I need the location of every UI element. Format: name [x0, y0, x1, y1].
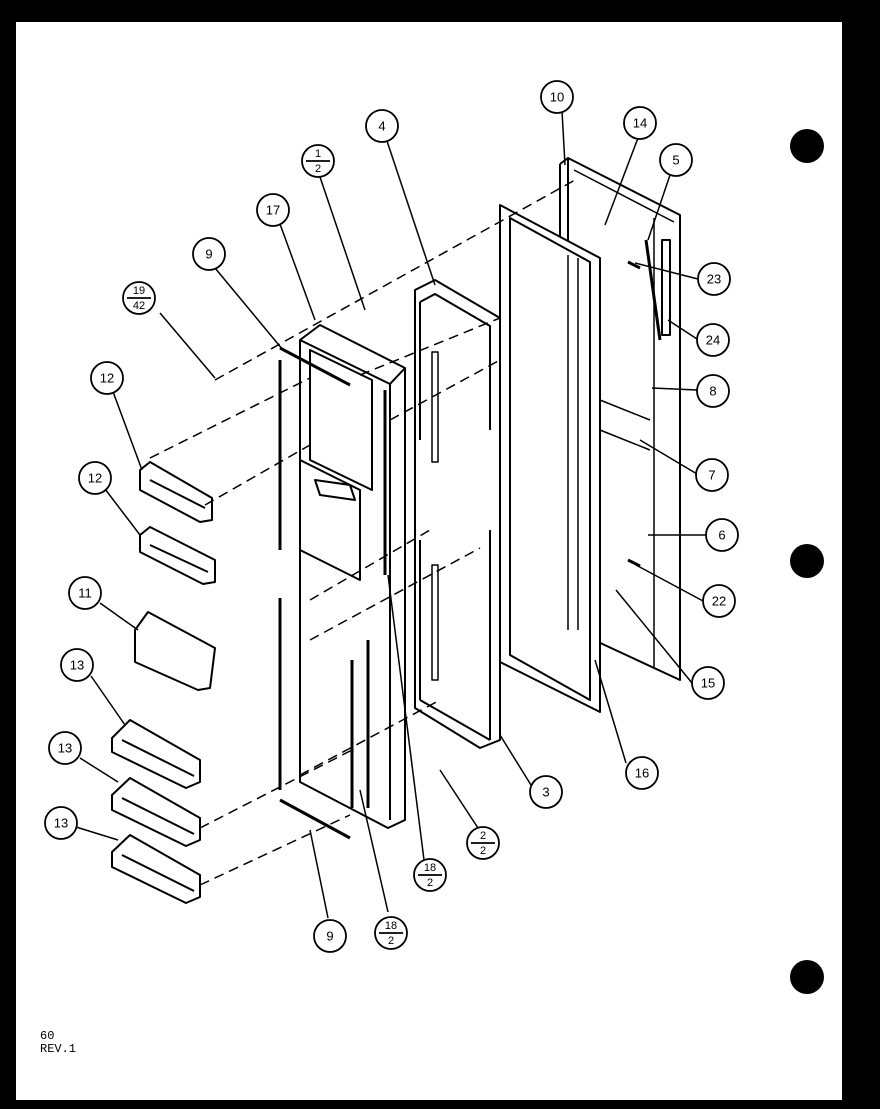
callout-12-lower: 12 [78, 461, 112, 495]
callout-6: 6 [705, 518, 739, 552]
svg-text:10: 10 [550, 90, 564, 105]
callout-23: 23 [697, 262, 731, 296]
punch-hole-bottom [790, 960, 824, 994]
callout-18-2-right: 182 [413, 858, 447, 892]
svg-text:15: 15 [701, 676, 715, 691]
svg-text:13: 13 [54, 816, 68, 831]
svg-text:23: 23 [707, 272, 721, 287]
svg-text:8: 8 [709, 384, 716, 399]
svg-text:16: 16 [635, 766, 649, 781]
svg-text:2: 2 [480, 830, 486, 842]
callout-12-upper: 12 [90, 361, 124, 395]
door-liner-frame [499, 204, 601, 713]
revision-label: REV.1 [40, 1042, 77, 1056]
punch-hole-top [790, 129, 824, 163]
svg-text:13: 13 [70, 658, 84, 673]
svg-text:18: 18 [424, 862, 436, 874]
alignment-lines [149, 179, 576, 886]
callout-18-2-left: 182 [374, 916, 408, 950]
svg-text:17: 17 [266, 203, 280, 218]
svg-text:24: 24 [706, 333, 720, 348]
callout-24: 24 [696, 323, 730, 357]
svg-text:19: 19 [133, 285, 145, 297]
callout-14: 14 [623, 106, 657, 140]
callout-2-2: 22 [466, 826, 500, 860]
page-footer: 60 REV.1 [40, 1030, 76, 1056]
callout-13-bottom: 13 [44, 806, 78, 840]
bin-13-top [111, 719, 201, 789]
svg-text:42: 42 [133, 300, 145, 312]
svg-text:5: 5 [672, 153, 679, 168]
door-inner-panel [414, 279, 501, 749]
svg-text:12: 12 [100, 371, 114, 386]
callout-10: 10 [540, 80, 574, 114]
shelf-12-lower [139, 526, 216, 585]
callout-9-upper: 9 [192, 237, 226, 271]
callout-8: 8 [696, 374, 730, 408]
callout-15: 15 [691, 666, 725, 700]
callout-4: 4 [365, 109, 399, 143]
svg-text:2: 2 [388, 935, 394, 947]
callout-13-top: 13 [60, 648, 94, 682]
svg-text:6: 6 [718, 528, 725, 543]
callout-11: 11 [68, 576, 102, 610]
bin-13-bottom [111, 834, 201, 904]
svg-text:2: 2 [480, 845, 486, 857]
dispenser-housing [278, 324, 406, 840]
svg-text:1: 1 [315, 148, 321, 160]
callout-7: 7 [695, 458, 729, 492]
callout-22: 22 [702, 584, 736, 618]
svg-text:22: 22 [712, 594, 726, 609]
bin-13-middle [111, 777, 201, 847]
svg-text:13: 13 [58, 741, 72, 756]
callout-17: 17 [256, 193, 290, 227]
svg-text:7: 7 [708, 468, 715, 483]
callout-13-middle: 13 [48, 731, 82, 765]
callout-9-lower: 9 [313, 919, 347, 953]
shelf-12-upper [139, 461, 213, 523]
leader-lines [75, 110, 706, 919]
bin-11 [134, 611, 216, 691]
svg-text:3: 3 [542, 785, 549, 800]
svg-text:18: 18 [385, 920, 397, 932]
callout-3: 3 [529, 775, 563, 809]
svg-text:12: 12 [88, 471, 102, 486]
svg-text:14: 14 [633, 116, 647, 131]
punch-hole-middle [790, 544, 824, 578]
page-number: 60 [40, 1029, 55, 1043]
svg-text:9: 9 [326, 929, 333, 944]
callout-16: 16 [625, 756, 659, 790]
svg-text:4: 4 [378, 119, 385, 134]
svg-text:2: 2 [315, 163, 321, 175]
svg-text:11: 11 [78, 586, 92, 601]
svg-text:9: 9 [205, 247, 212, 262]
svg-text:2: 2 [427, 877, 433, 889]
callout-5: 5 [659, 143, 693, 177]
callout-1-2: 12 [301, 144, 335, 178]
